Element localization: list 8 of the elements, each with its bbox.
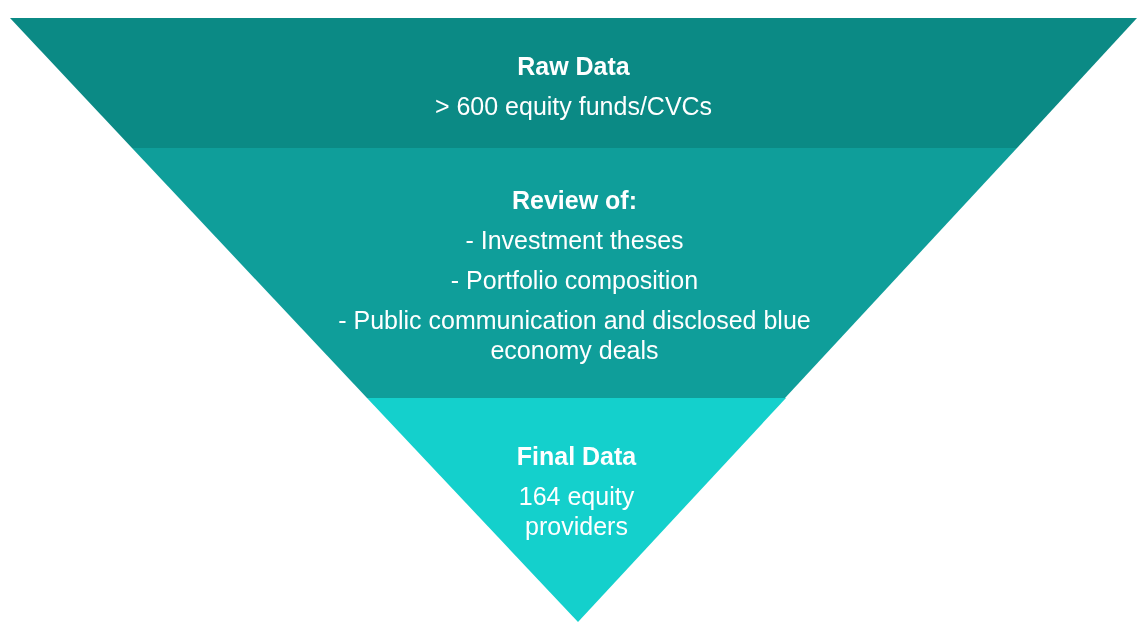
band-text: - Portfolio composition [450, 265, 699, 295]
band-heading: Final Data [516, 441, 637, 471]
band-text: 164 equity providers [517, 481, 636, 541]
band-text: > 600 equity funds/CVCs [434, 91, 713, 121]
band-heading: Review of: [512, 185, 637, 215]
band-text: - Investment theses [465, 225, 684, 255]
band-text: - Public communication and disclosed blue economy deals [337, 305, 812, 365]
band-heading: Raw Data [517, 51, 630, 81]
